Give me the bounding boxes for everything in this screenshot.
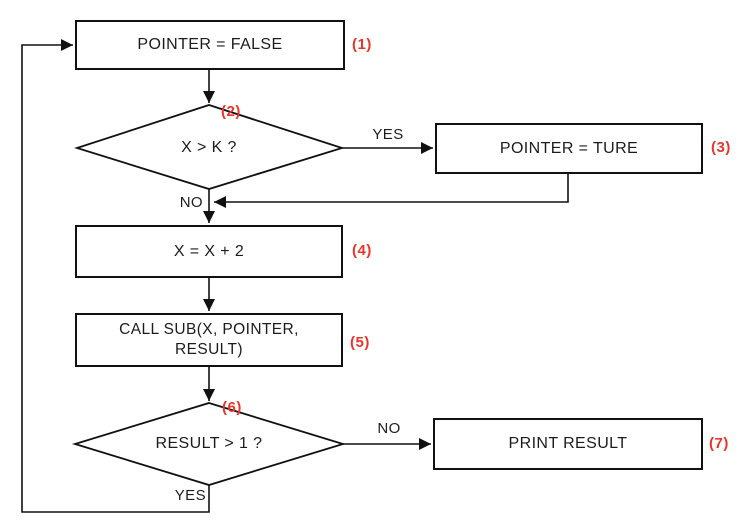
edge-label-n2-no: NO xyxy=(179,194,203,211)
step-label-1: (1) xyxy=(352,36,372,53)
process-box-5-text-line1: CALL SUB(X, POINTER, xyxy=(119,321,299,338)
step-label-3: (3) xyxy=(711,139,731,156)
edge-label-n6-yes: YES xyxy=(174,487,206,504)
process-box-5-text-line2: RESULT) xyxy=(175,341,243,358)
step-label-4: (4) xyxy=(352,242,372,259)
process-box-4: X = X + 2 xyxy=(75,225,343,278)
process-box-3: POINTER = TURE xyxy=(435,123,703,174)
process-box-5: CALL SUB(X, POINTER, RESULT) xyxy=(75,313,343,367)
step-label-7: (7) xyxy=(709,435,729,452)
step-label-6: (6) xyxy=(222,399,242,416)
edge-label-n2-yes: YES xyxy=(372,126,404,143)
decision-diamond-6-text: RESULT > 1 ? xyxy=(155,435,263,452)
edge-label-n6-no: NO xyxy=(377,420,401,437)
process-box-1: POINTER = FALSE xyxy=(75,20,345,70)
connector-n3-to-junction xyxy=(214,174,569,208)
process-box-7-text: PRINT RESULT xyxy=(508,435,628,452)
connector-n6-yes-loop-to-n1 xyxy=(21,39,210,513)
process-box-3-text: POINTER = TURE xyxy=(499,139,639,157)
process-box-1-text: POINTER = FALSE xyxy=(137,36,283,53)
process-box-4-text: X = X + 2 xyxy=(173,242,245,260)
decision-diamond-2-text: X > K ? xyxy=(181,139,237,156)
step-label-2: (2) xyxy=(221,103,241,120)
process-box-7: PRINT RESULT xyxy=(433,418,703,470)
step-label-5: (5) xyxy=(350,334,370,351)
